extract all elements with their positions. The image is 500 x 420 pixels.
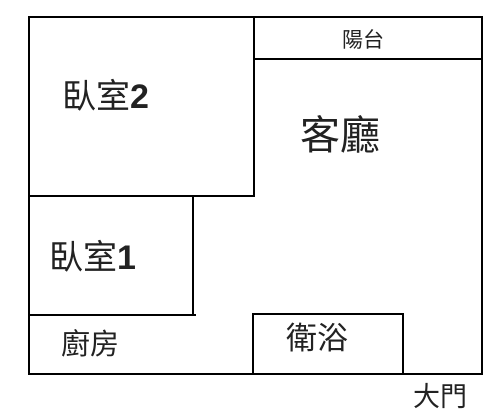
bathroom-label: 衛浴 xyxy=(286,321,348,357)
bedroom-2-number: 2 xyxy=(130,78,149,116)
living-room-label: 客廳 xyxy=(300,113,380,159)
kitchen-top-wall xyxy=(28,314,196,316)
balcony-divider xyxy=(253,58,483,60)
bedroom-1-text: 臥室 xyxy=(49,238,117,278)
bedroom-2-room xyxy=(28,16,255,197)
bathroom-room xyxy=(252,313,404,375)
main-door-label: 大門 xyxy=(413,382,467,413)
balcony-label: 陽台 xyxy=(342,28,384,52)
bedroom-1-label: 臥室1 xyxy=(49,241,136,275)
kitchen-label: 廚房 xyxy=(61,327,120,361)
bedroom-2-text: 臥室 xyxy=(62,77,130,117)
bedroom-2-label: 臥室2 xyxy=(62,80,149,114)
bedroom-1-number: 1 xyxy=(117,239,136,277)
